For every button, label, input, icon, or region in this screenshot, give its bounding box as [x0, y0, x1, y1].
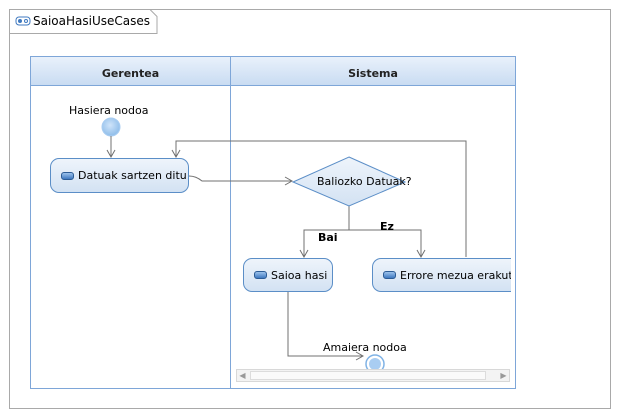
arrowhead	[171, 149, 181, 159]
arrowhead	[355, 351, 365, 361]
activity-diagram-icon	[15, 16, 31, 26]
guard-yes-label: Bai	[318, 231, 338, 244]
arrowhead	[106, 149, 116, 159]
action-node-label: Errore mezua erakutsi	[400, 268, 511, 282]
scrollbar-thumb[interactable]	[250, 371, 486, 380]
action-node-label: Saioa hasi	[271, 268, 328, 282]
decision-label: Baliozko Datuak?	[317, 175, 412, 188]
edge-errore-to-datuak[interactable]	[175, 140, 467, 257]
title-tab-shape	[9, 9, 158, 34]
action-node-icon	[383, 271, 396, 279]
edge-datuak-to-decision[interactable]	[188, 175, 292, 182]
arrowhead	[299, 249, 309, 259]
action-node-errore[interactable]: Errore mezua erakutsi	[372, 258, 511, 292]
lane-header-sistema: Sistema	[348, 67, 398, 80]
edge-decision-to-errore[interactable]	[348, 206, 422, 257]
final-node-inner	[369, 358, 381, 370]
final-node-label: Amaiera nodoa	[323, 341, 407, 354]
edge-saioa-to-final[interactable]	[287, 292, 363, 357]
scroll-left-icon[interactable]: ◀	[239, 371, 246, 380]
arrowhead	[284, 176, 294, 186]
lane-header-bar	[31, 57, 515, 85]
decision-node[interactable]	[291, 156, 407, 207]
scroll-right-icon[interactable]: ▶	[500, 371, 507, 380]
arrowhead	[416, 249, 426, 259]
guard-no-label: Ez	[380, 220, 394, 233]
action-node-icon	[254, 271, 267, 279]
swimlane-partition	[30, 56, 516, 389]
action-node-icon	[61, 171, 74, 180]
diagram-title: SaioaHasiUseCases	[33, 14, 150, 28]
action-node-datuak[interactable]: Datuak sartzen ditu	[50, 158, 189, 193]
initial-node-label: Hasiera nodoa	[69, 104, 149, 117]
action-node-saioa[interactable]: Saioa hasi	[243, 258, 333, 292]
action-node-label: Datuak sartzen ditu	[78, 169, 187, 182]
lane-header-gerentea: Gerentea	[101, 67, 160, 80]
horizontal-scrollbar[interactable]: ◀ ▶	[236, 369, 510, 382]
initial-node[interactable]	[101, 117, 121, 137]
